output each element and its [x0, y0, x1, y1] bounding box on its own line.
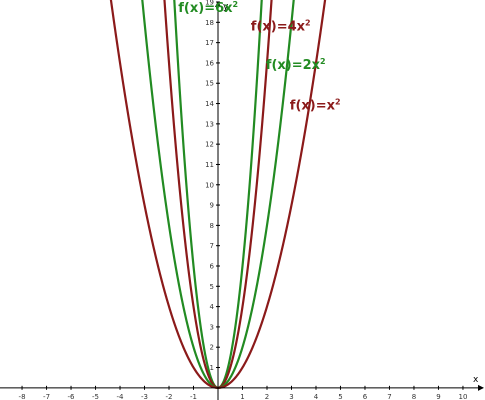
series-label-6x2: f(x)=6x2: [178, 0, 238, 16]
y-tick-label: 6: [210, 262, 215, 270]
x-axis-label: x: [473, 375, 479, 385]
y-tick-label: 4: [210, 303, 215, 311]
y-tick-label: 5: [210, 283, 214, 291]
x-tick-label: 4: [314, 393, 319, 400]
x-tick-label: -2: [166, 393, 173, 400]
x-tick-label: 7: [387, 393, 391, 400]
y-tick-label: 13: [205, 120, 214, 128]
y-tick-label: 10: [205, 181, 214, 189]
x-tick-label: 10: [458, 393, 467, 400]
x-tick-label: -7: [43, 393, 50, 400]
x-tick-label: -1: [190, 393, 197, 400]
x-tick-label: 5: [338, 393, 342, 400]
x-tick-label: -8: [19, 393, 26, 400]
y-axis-label: y: [223, 2, 229, 12]
x-tick-label: 3: [289, 393, 293, 400]
x-tick-label: 6: [363, 393, 368, 400]
y-tick-label: 2: [210, 344, 214, 352]
series-label-x2: f(x)=x2: [290, 98, 341, 114]
x-tick-label: 1: [240, 393, 244, 400]
y-tick-label: 11: [205, 161, 214, 169]
y-tick-label: 9: [210, 202, 214, 210]
x-tick-label: -5: [92, 393, 99, 400]
y-tick-label: 14: [205, 100, 214, 108]
y-tick-label: 8: [210, 222, 214, 230]
y-tick-label: 12: [205, 141, 214, 149]
y-tick-label: 7: [210, 242, 214, 250]
y-tick-label: 1: [210, 364, 214, 372]
y-tick-label: 17: [205, 39, 214, 47]
x-tick-label: 8: [412, 393, 416, 400]
x-axis-arrow: [478, 384, 484, 391]
y-axis-arrow: [215, 1, 222, 7]
x-tick-label: 9: [436, 393, 440, 400]
x-tick-label: -3: [141, 393, 148, 400]
y-tick-label: 3: [210, 323, 214, 331]
x-tick-label: -4: [117, 393, 125, 400]
y-tick-label: 18: [205, 19, 214, 27]
series-label-2x2: f(x)=2x2: [266, 57, 326, 73]
y-tick-label: 16: [205, 59, 214, 67]
y-tick-label: 15: [205, 80, 214, 88]
y-tick-label: 19: [205, 0, 214, 7]
x-tick-label: 2: [265, 393, 269, 400]
x-tick-label: -6: [68, 393, 76, 400]
series-label-4x2: f(x)=4x2: [251, 19, 311, 35]
